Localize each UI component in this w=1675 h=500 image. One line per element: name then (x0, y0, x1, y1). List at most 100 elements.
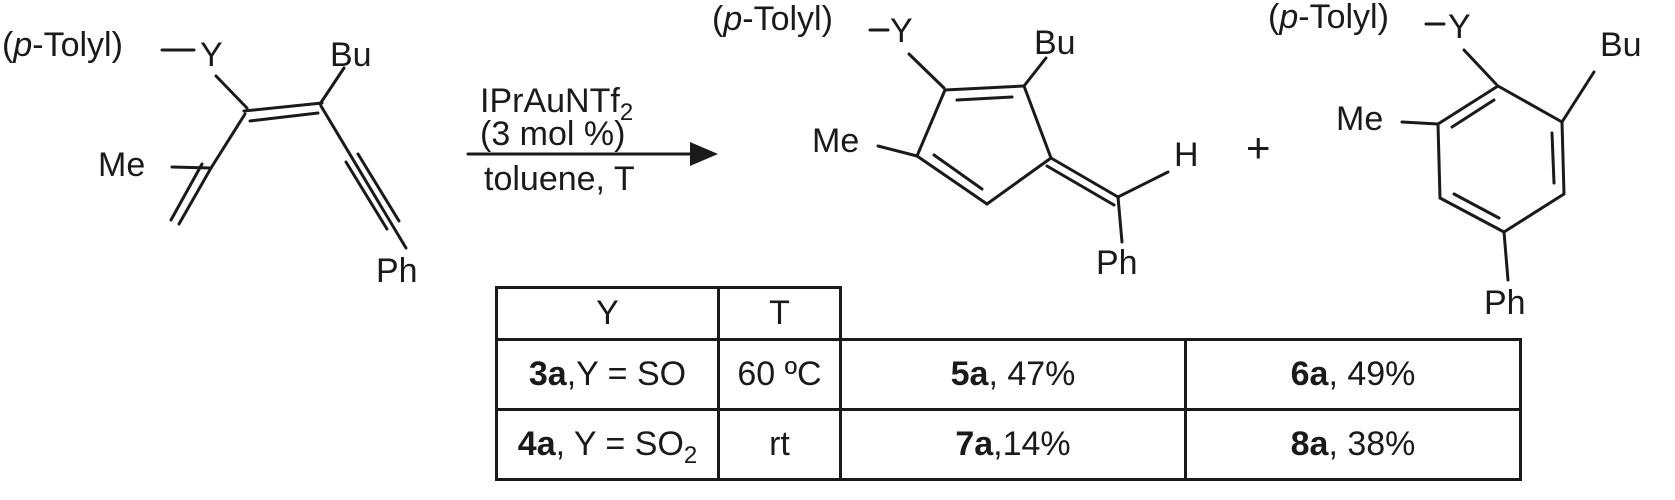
bond (319, 104, 408, 250)
ptolyl-rest: -Tolyl) (32, 26, 123, 64)
bond (907, 52, 946, 90)
cell-product1-yield: 7a,14% (839, 408, 1187, 481)
cell-substrate: 3a,Y = SO (495, 338, 720, 411)
product-yield: ,14% (993, 425, 1071, 463)
cell-product2-yield: 8a, 38% (1184, 408, 1522, 481)
col-header-t: T (717, 286, 842, 341)
cell-product2-yield: 6a, 49% (1184, 338, 1522, 411)
product2-me-label: Me (1336, 100, 1384, 138)
bond (876, 144, 919, 158)
bond (1550, 131, 1556, 185)
bond (214, 74, 249, 110)
product-6a-skeleton (1400, 22, 1596, 282)
ptolyl-p: p (13, 26, 33, 64)
catalyst-loading-label: (3 mol %) (480, 115, 626, 153)
ptolyl-p: p (723, 0, 743, 38)
ptolyl-rest: -Tolyl) (1298, 0, 1389, 36)
table-header-row: Y T (495, 286, 1521, 341)
product-yield: , 38% (1328, 425, 1416, 463)
bond (242, 101, 324, 113)
ptolyl-open: ( (2, 26, 14, 64)
start-material-ph-label: Ph (376, 252, 418, 290)
ptolyl-p: p (1279, 0, 1299, 36)
product1-ph-label: Ph (1096, 244, 1138, 282)
ptolyl-rest: -Tolyl) (742, 0, 833, 38)
bond (1049, 156, 1120, 199)
start-material-me-label: Me (98, 146, 146, 184)
arrow-head (690, 142, 718, 166)
bond (318, 66, 346, 106)
bond (915, 88, 947, 158)
ptolyl-open: ( (712, 0, 724, 38)
header-spacer (1186, 288, 1521, 340)
bond (1436, 122, 1442, 200)
catalyst-name: IPrAuNTf (480, 82, 620, 120)
catalyst-subscript: 2 (619, 98, 634, 126)
bond (1560, 70, 1596, 124)
product-yield: , 49% (1328, 355, 1416, 393)
bond (932, 153, 984, 191)
product1-bu-label: Bu (1034, 24, 1076, 62)
cell-temperature: 60 ºC (717, 338, 842, 411)
bond (915, 154, 989, 206)
product-id: 6a (1290, 355, 1329, 393)
product-id: 7a (955, 425, 994, 463)
bond (1438, 196, 1506, 234)
product-yield: , 47% (988, 355, 1076, 393)
start-material-y-label: Y (200, 36, 223, 74)
y-definition: , Y = SO (555, 425, 684, 463)
bond (1045, 164, 1116, 207)
bond (169, 162, 204, 222)
y-definition: ,Y = SO (566, 355, 687, 393)
col-header-y: Y (495, 286, 720, 341)
cell-product1-yield: 5a, 47% (839, 338, 1187, 411)
table-row: 3a,Y = SO 60 ºC 5a, 47% 6a, 49% (495, 338, 1522, 411)
bond (1116, 195, 1124, 244)
cell-temperature: rt (717, 408, 842, 481)
start-material-ptolyl-label: (p-Tolyl) (2, 26, 123, 64)
bond (209, 112, 247, 170)
bond (1450, 98, 1496, 129)
y-subscript: 2 (683, 441, 698, 469)
bond (1116, 170, 1170, 199)
product-id: 5a (950, 355, 989, 393)
bond (356, 152, 401, 223)
bond (985, 156, 1053, 206)
results-table: Y T 3a,Y = SO 60 ºC 5a, 47% 6a, 49% 4a, … (495, 286, 1522, 481)
bond (943, 84, 1026, 92)
compound-id: 4a (517, 425, 556, 463)
compound-id: 3a (528, 355, 567, 393)
product2-y-label: Y (1448, 8, 1471, 46)
header-spacer (841, 288, 1186, 340)
reaction-arrow (466, 142, 718, 166)
product-5a-skeleton (868, 28, 1170, 244)
plus-sign: + (1246, 124, 1271, 171)
bond (344, 160, 389, 231)
bond (955, 95, 1014, 102)
product1-me-label: Me (812, 122, 860, 160)
catalyst-label: IPrAuNTf2 (480, 82, 633, 124)
bond (1560, 120, 1566, 196)
table-row: 4a, Y = SO2 rt 7a,14% 8a, 38% (495, 408, 1522, 481)
bond (1496, 84, 1564, 124)
bond (1400, 120, 1440, 126)
bond (1502, 230, 1510, 282)
bond (1452, 192, 1501, 220)
product1-h-label: H (1174, 136, 1199, 174)
bond (1462, 48, 1498, 86)
bond (1436, 84, 1500, 126)
product1-y-label: Y (890, 12, 913, 50)
product2-bu-label: Bu (1600, 26, 1642, 64)
bond (1022, 84, 1053, 160)
product-id: 8a (1290, 425, 1329, 463)
start-material-skeleton (160, 48, 408, 250)
product2-ph-label: Ph (1484, 284, 1526, 322)
bond (248, 111, 320, 123)
bond (177, 166, 213, 226)
product2-ptolyl-label: (p-Tolyl) (1268, 0, 1389, 36)
product1-ptolyl-label: (p-Tolyl) (712, 0, 833, 38)
bond (1022, 56, 1048, 88)
start-material-bu-label: Bu (330, 36, 372, 74)
